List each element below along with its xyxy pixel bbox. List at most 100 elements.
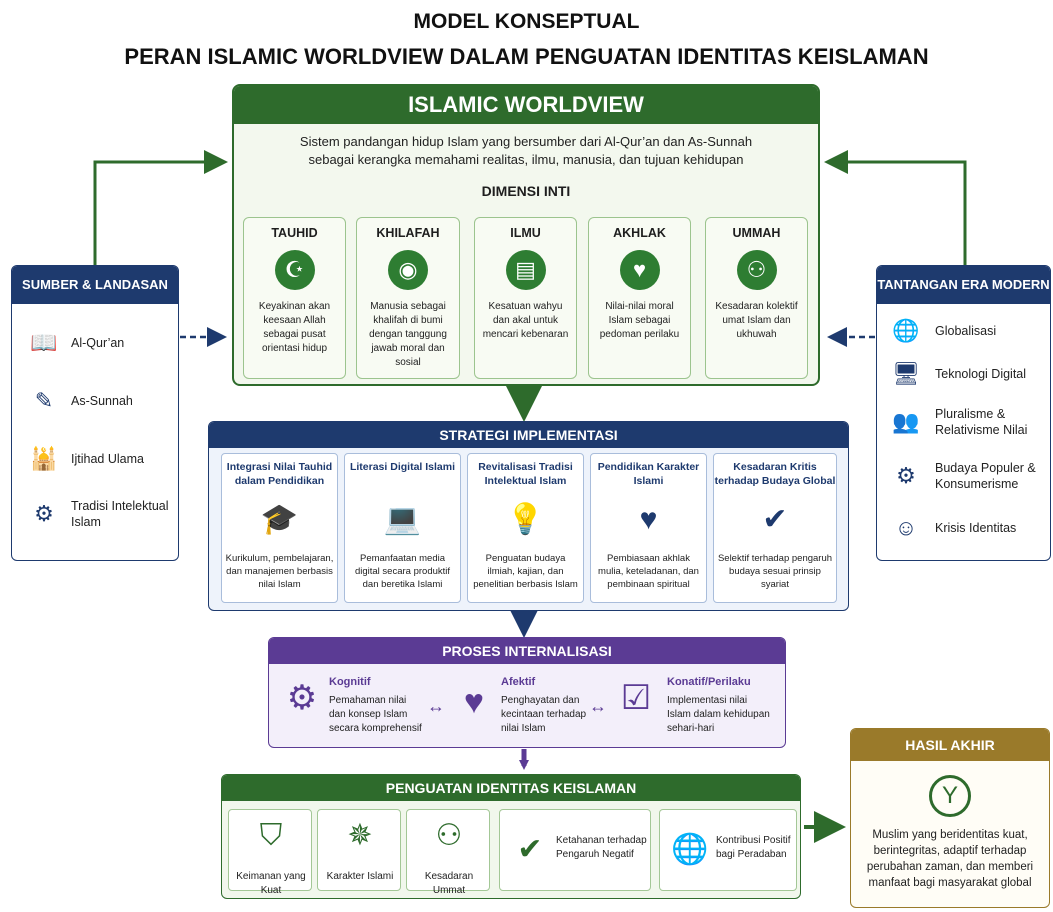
graduation-cap-icon: 🎓 (260, 503, 299, 536)
book-open-icon: 📖 (30, 330, 58, 355)
tantangan-item-krisis: ☺ Krisis Identitas (877, 513, 1050, 543)
lightbulb-icon: 💡 (506, 503, 545, 536)
monitor-icon: 🖥 (892, 361, 920, 386)
dimension-desc: Manusia sebagai khalifah di bumi dengan … (369, 301, 447, 368)
sumber-item-sunnah: ✎ As-Sunnah (12, 386, 178, 416)
allah-icon: ☪ (274, 250, 315, 290)
worldview-desc-line1: Sistem pandangan hidup Islam yang bersum… (299, 134, 753, 149)
people-icon: ⚇ (736, 250, 777, 290)
proses-internalisasi-panel: PROSES INTERNALISASI ⚙ Kognitif Pemahama… (268, 637, 786, 748)
gear-icon: ⚙ (896, 463, 916, 488)
penguatan-card-keimanan: ⛉ Keimanan yang Kuat (228, 809, 312, 896)
strategi-card-desc: Pemanfaatan media digital secara produkt… (354, 553, 451, 590)
dimension-name: TAUHID (271, 226, 318, 240)
dimension-name: ILMU (510, 226, 541, 240)
proses-item-desc: Pemahaman nilai dan konsep Islam secara … (329, 695, 422, 734)
sumber-item-quran: 📖 Al-Qur’an (12, 328, 178, 358)
double-arrow-icon: ↔ (589, 696, 607, 716)
strategi-implementasi-panel: STRATEGI IMPLEMENTASI Integrasi Nilai Ta… (208, 421, 849, 611)
heart-people-icon: ♥ (639, 503, 658, 536)
dimensi-inti-title: DIMENSI INTI (481, 183, 571, 199)
tantangan-item-pluralisme: 👥 Pluralisme & Relativisme Nilai (877, 406, 1050, 438)
heart-icon: ♥ (463, 683, 485, 721)
strategi-card-kesadaran: Kesadaran Kritis terhadap Budaya Global … (713, 453, 837, 603)
dimension-name: UMMAH (732, 226, 781, 240)
heart-hand-icon: ♥ (619, 250, 660, 290)
dimension-ummah: UMMAH ⚇ Kesadaran kolektif umat Islam da… (705, 217, 808, 379)
sumber-item-label: Al-Qur’an (71, 336, 125, 350)
penguatan-identitas-panel: PENGUATAN IDENTITAS KEISLAMAN ⛉ Keimanan… (221, 774, 801, 899)
hasil-desc: Muslim yang beridentitas kuat, berintegr… (866, 829, 1034, 889)
strategi-title: STRATEGI IMPLEMENTASI (209, 422, 848, 448)
penguatan-card-label: Ketahanan terhadap Pengaruh Negatif (556, 835, 647, 860)
star-badge-icon: ✵ (347, 819, 373, 852)
tantangan-item-teknologi: 🖥 Teknologi Digital (877, 359, 1050, 389)
proses-item-desc: Penghayatan dan kecintaan terhadap nilai… (501, 695, 587, 734)
person-up-icon: Y (929, 775, 971, 817)
penguatan-card-label: Keimanan yang Kuat (236, 871, 306, 896)
dimension-name: AKHLAK (613, 226, 666, 240)
tantangan-item-label: Globalisasi (935, 324, 997, 338)
shield-check-icon: ✔ (517, 833, 543, 866)
strategi-card-desc: Penguatan budaya ilmiah, kajian, dan pen… (473, 553, 578, 590)
strategi-card-desc: Selektif terhadap pengaruh budaya sesuai… (717, 553, 833, 590)
strategi-card-tauhid: Integrasi Nilai Tauhid dalam Pendidikan … (221, 453, 338, 603)
penguatan-card-label: Kesadaran Ummat (424, 871, 474, 896)
mosque-icon: 🕌 (30, 446, 58, 471)
diagram-title: MODEL KONSEPTUAL (413, 10, 640, 33)
strategi-card-name: Literasi Digital Islami (349, 461, 456, 473)
person-check-icon: ☑ (620, 679, 652, 717)
sumber-landasan-panel: SUMBER & LANDASAN 📖 Al-Qur’an ✎ As-Sunna… (11, 265, 179, 561)
sumber-item-label: Ijtihad Ulama (71, 452, 144, 466)
strategi-card-name: Pendidikan Karakter Islami (597, 461, 700, 487)
globe-icon: 🌐 (892, 318, 920, 343)
penguatan-card-karakter: ✵ Karakter Islami (317, 809, 401, 891)
shield-check-icon: ✔ (762, 503, 788, 536)
dimension-khilafah: KHILAFAH ◉ Manusia sebagai khalifah di b… (356, 217, 460, 379)
penguatan-card-ketahanan: ✔ Ketahanan terhadap Pengaruh Negatif (499, 809, 651, 891)
head-gear-icon: ⚙ (286, 679, 318, 717)
proses-title: PROSES INTERNALISASI (269, 638, 785, 664)
dimension-akhlak: AKHLAK ♥ Nilai-nilai moral Islam sebagai… (588, 217, 691, 379)
strategi-card-name: Kesadaran Kritis terhadap Budaya Global (714, 461, 836, 487)
proses-item-name: Kognitif (329, 676, 371, 688)
dimension-desc: Keyakinan akan keesaan Allah sebagai pus… (258, 301, 331, 354)
strategi-card-desc: Pembiasaan akhlak mulia, keteladanan, da… (598, 553, 699, 590)
dimension-desc: Kesadaran kolektif umat Islam dan ukhuwa… (715, 301, 798, 340)
sumber-title: SUMBER & LANDASAN (12, 266, 178, 304)
strategi-card-desc: Kurikulum, pembelajaran, dan manajemen b… (225, 553, 334, 590)
globe-icon: 🌐 (671, 833, 709, 866)
penguatan-card-kontribusi: 🌐 Kontribusi Positif bagi Peradaban (659, 809, 797, 891)
diagram-subtitle: PERAN ISLAMIC WORLDVIEW DALAM PENGUATAN … (124, 44, 929, 69)
hasil-title: HASIL AKHIR (851, 729, 1049, 761)
head-icon: ☺ (894, 515, 918, 540)
sumber-item-tradisi: ⚙ Tradisi Intelektual Islam (12, 498, 178, 530)
double-arrow-icon: ↔ (427, 696, 445, 716)
shield-icon: ⛉ (259, 819, 283, 852)
tantangan-title: TANTANGAN ERA MODERN (877, 266, 1050, 304)
laptop-icon: 💻 (383, 503, 422, 536)
strategi-card-karakter: Pendidikan Karakter Islami ♥ Pembiasaan … (590, 453, 707, 603)
dimension-desc: Kesatuan wahyu dan akal untuk mencari ke… (482, 301, 569, 340)
tantangan-era-modern-panel: TANTANGAN ERA MODERN 🌐 Globalisasi 🖥 Tek… (876, 265, 1051, 561)
sumber-item-ijtihad: 🕌 Ijtihad Ulama (12, 444, 178, 474)
dimension-tauhid: TAUHID ☪ Keyakinan akan keesaan Allah se… (243, 217, 346, 379)
strategi-card-literasi: Literasi Digital Islami 💻 Pemanfaatan me… (344, 453, 461, 603)
worldview-description: Sistem pandangan hidup Islam yang bersum… (234, 133, 818, 169)
people-icon: ⚇ (435, 819, 463, 852)
proses-item-name: Afektif (501, 676, 536, 688)
scroll-icon: ✎ (34, 388, 54, 413)
tantangan-item-label: Pluralisme & Relativisme Nilai (935, 407, 1028, 437)
globe-person-icon: ◉ (388, 250, 428, 290)
dimension-desc: Nilai-nilai moral Islam sebagai pedoman … (599, 301, 680, 340)
islamic-worldview-title: ISLAMIC WORLDVIEW (234, 86, 818, 124)
strategi-card-name: Revitalisasi Tradisi Intelektual Islam (478, 461, 573, 487)
dimension-ilmu: ILMU ▤ Kesatuan wahyu dan akal untuk men… (474, 217, 577, 379)
islamic-worldview-panel: ISLAMIC WORLDVIEW Sistem pandangan hidup… (232, 84, 820, 386)
tantangan-item-label: Budaya Populer & Konsumerisme (935, 461, 1036, 491)
sumber-item-label: Tradisi Intelektual Islam (71, 499, 169, 529)
strategi-card-revitalisasi: Revitalisasi Tradisi Intelektual Islam 💡… (467, 453, 584, 603)
tantangan-item-budaya: ⚙ Budaya Populer & Konsumerisme (877, 460, 1050, 492)
dimension-name: KHILAFAH (376, 226, 440, 240)
tantangan-item-label: Teknologi Digital (935, 367, 1027, 381)
